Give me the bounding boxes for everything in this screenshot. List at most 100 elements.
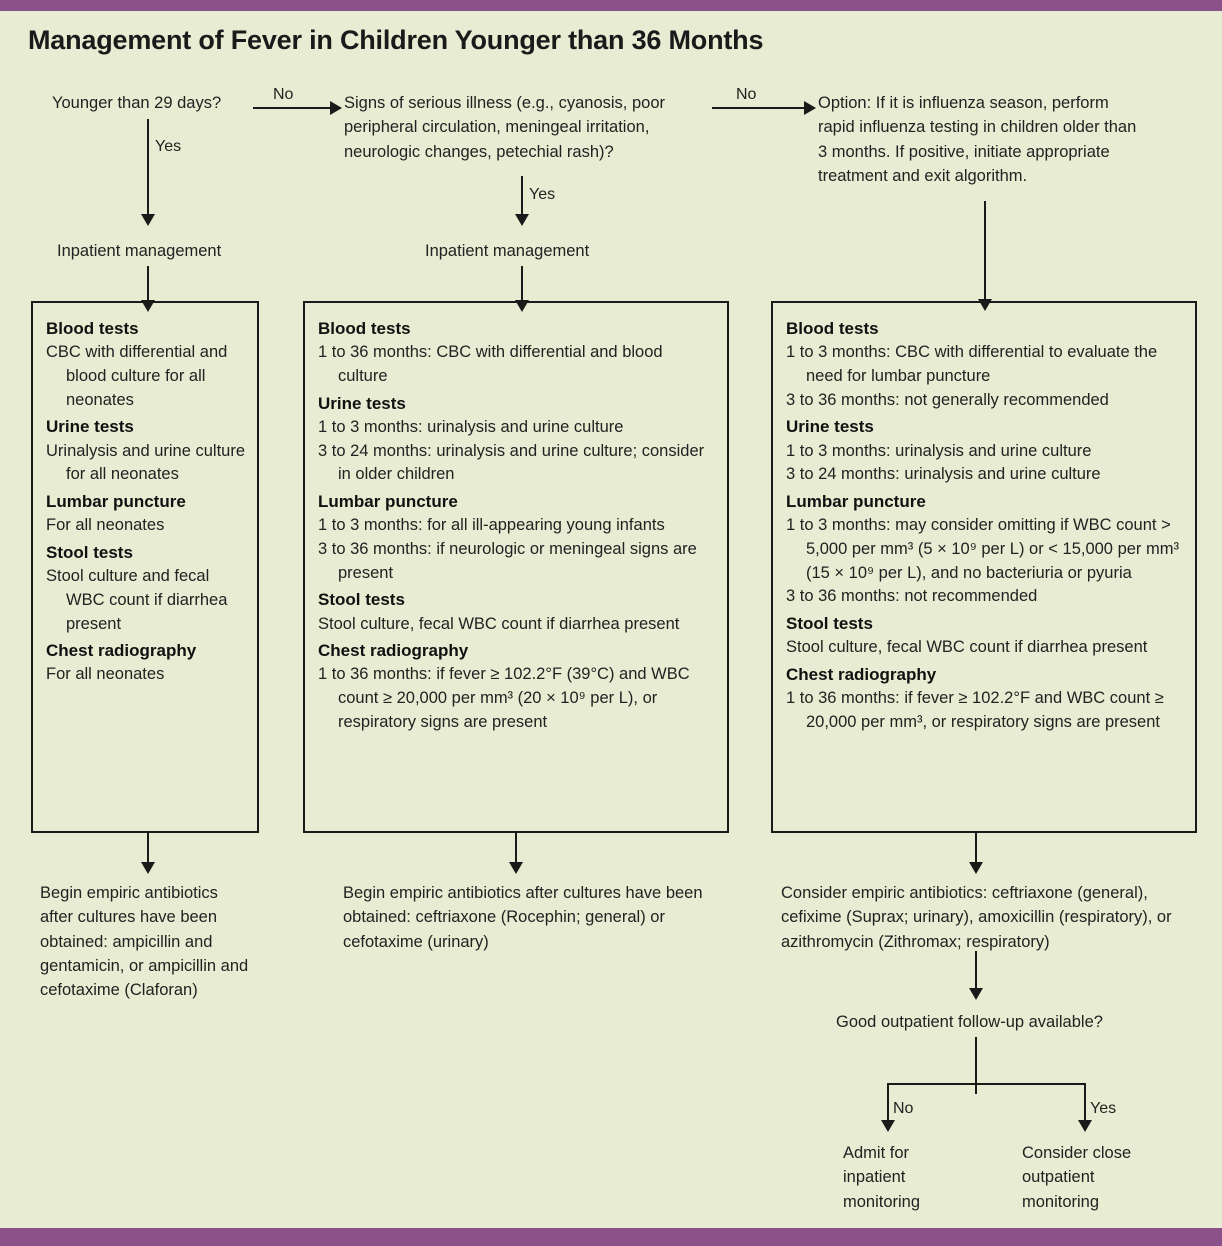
edge-label-yes-1: Yes <box>155 138 182 155</box>
test-group: Stool tests Stool culture and fecal WBC … <box>46 541 245 636</box>
test-group: Urine tests 1 to 3 months: urinalysis an… <box>786 415 1183 487</box>
test-line: 1 to 3 months: for all ill-appearing you… <box>318 516 665 535</box>
col2-to-box-arrowhead <box>515 300 529 312</box>
test-heading: Urine tests <box>318 393 406 413</box>
col1-to-box-line <box>147 266 149 308</box>
test-group: Lumbar puncture For all neonates <box>46 490 245 538</box>
bottom-accent-bar <box>0 1228 1222 1246</box>
yes-2-line <box>521 176 523 216</box>
edge-label-no-1: No <box>273 86 294 103</box>
test-heading: Blood tests <box>46 319 139 338</box>
decision-serious-illness: Signs of serious illness (e.g., cyanosis… <box>344 94 665 161</box>
followup-no-arrowhead <box>881 1120 895 1132</box>
test-box-neonates: Blood tests CBC with differential and bl… <box>31 301 259 833</box>
test-group: Chest radiography 1 to 36 months: if fev… <box>786 663 1183 735</box>
test-line: 1 to 36 months: if fever ≥ 102.2°F and W… <box>786 689 1164 731</box>
test-group: Chest radiography 1 to 36 months: if fev… <box>318 639 715 734</box>
outcome-neonates: Begin empiric antibiotics after cultures… <box>40 884 249 999</box>
outcome3-to-followup-line <box>975 951 977 991</box>
arrow-no-1-head <box>330 101 342 115</box>
followup-yes-line <box>1084 1083 1086 1123</box>
decision-younger-29-days: Younger than 29 days? <box>52 94 222 112</box>
test-heading: Blood tests <box>786 319 879 338</box>
test-group: Blood tests CBC with differential and bl… <box>46 317 245 412</box>
col1-to-box-arrowhead <box>141 300 155 312</box>
flowchart-canvas: Management of Fever in Children Younger … <box>0 11 1222 1228</box>
test-line: CBC with differential and blood culture … <box>46 343 228 409</box>
top-accent-bar <box>0 0 1222 11</box>
box1-to-outcome-arrowhead <box>141 862 155 874</box>
test-line: 3 to 24 months: urinalysis and urine cul… <box>318 441 705 484</box>
test-heading: Lumbar puncture <box>318 492 458 511</box>
terminal-outpatient-monitoring: Consider close outpatient monitoring <box>1022 1144 1132 1211</box>
test-group: Stool tests Stool culture, fecal WBC cou… <box>318 588 715 636</box>
inpatient-management-col2: Inpatient management <box>425 242 590 260</box>
test-group: Lumbar puncture 1 to 3 months: for all i… <box>318 490 715 585</box>
edge-label-yes-2: Yes <box>529 186 556 203</box>
arrow-no-2-head <box>804 101 816 115</box>
test-line: 1 to 36 months: if fever ≥ 102.2°F (39°C… <box>318 665 690 731</box>
test-line: 1 to 3 months: urinalysis and urine cult… <box>318 417 624 436</box>
box3-to-outcome-arrowhead <box>969 862 983 874</box>
test-heading: Lumbar puncture <box>46 492 186 511</box>
test-line: Stool culture, fecal WBC count if diarrh… <box>318 614 680 633</box>
col3-to-box-line <box>984 201 986 307</box>
yes-1-arrowhead <box>141 214 155 226</box>
test-line: Urinalysis and urine culture for all neo… <box>46 441 246 484</box>
yes-1-line <box>147 119 149 216</box>
box1-to-outcome-line <box>147 833 149 869</box>
inpatient-management-col1: Inpatient management <box>57 242 222 260</box>
test-box-ill-appearing: Blood tests 1 to 36 months: CBC with dif… <box>303 301 729 833</box>
test-heading: Blood tests <box>318 319 411 338</box>
test-group: Urine tests 1 to 3 months: urinalysis an… <box>318 392 715 487</box>
followup-split-line <box>887 1083 1085 1085</box>
followup-yes-arrowhead <box>1078 1120 1092 1132</box>
option-influenza-testing: Option: If it is influenza season, perfo… <box>818 94 1137 185</box>
test-line: For all neonates <box>46 665 165 684</box>
test-heading: Stool tests <box>318 590 405 610</box>
outcome-well-appearing: Consider empiric antibiotics: ceftriaxon… <box>781 884 1172 951</box>
test-heading: Stool tests <box>46 542 133 562</box>
test-line: 1 to 3 months: urinalysis and urine cult… <box>786 441 1092 460</box>
edge-label-followup-no: No <box>893 1100 914 1117</box>
box3-to-outcome-line <box>975 833 977 869</box>
test-heading: Chest radiography <box>786 665 937 684</box>
edge-label-no-2: No <box>736 86 757 103</box>
col2-to-box-line <box>521 266 523 308</box>
test-heading: Chest radiography <box>318 641 469 661</box>
test-heading: Urine tests <box>786 417 874 437</box>
followup-stem-line <box>975 1037 977 1094</box>
test-line: 1 to 36 months: CBC with differential an… <box>318 343 663 385</box>
test-heading: Lumbar puncture <box>786 492 926 511</box>
outcome3-to-followup-arrowhead <box>969 988 983 1000</box>
test-line: 3 to 36 months: not generally recommende… <box>786 390 1109 409</box>
outcome-ill-appearing: Begin empiric antibiotics after cultures… <box>343 884 703 951</box>
test-group: Urine tests Urinalysis and urine culture… <box>46 415 245 487</box>
test-heading: Urine tests <box>46 417 134 437</box>
test-line: 3 to 36 months: not recommended <box>786 587 1038 606</box>
test-line: Stool culture and fecal WBC count if dia… <box>46 567 228 633</box>
test-group: Stool tests Stool culture, fecal WBC cou… <box>786 612 1183 660</box>
arrow-no-1-line <box>253 107 331 109</box>
test-line: 1 to 3 months: CBC with differential to … <box>786 343 1158 385</box>
test-line: Stool culture, fecal WBC count if diarrh… <box>786 638 1148 657</box>
yes-2-arrowhead <box>515 214 529 226</box>
test-line: For all neonates <box>46 516 165 535</box>
test-box-well-appearing: Blood tests 1 to 3 months: CBC with diff… <box>771 301 1197 833</box>
page-title: Management of Fever in Children Younger … <box>28 25 764 55</box>
test-line: 3 to 24 months: urinalysis and urine cul… <box>786 465 1101 484</box>
followup-no-line <box>887 1083 889 1123</box>
test-heading: Chest radiography <box>46 641 197 661</box>
decision-followup: Good outpatient follow-up available? <box>836 1013 1103 1031</box>
test-group: Blood tests 1 to 36 months: CBC with dif… <box>318 317 715 389</box>
test-heading: Stool tests <box>786 614 873 634</box>
box2-to-outcome-arrowhead <box>509 862 523 874</box>
test-group: Chest radiography For all neonates <box>46 639 245 687</box>
test-line: 1 to 3 months: may consider omitting if … <box>786 516 1179 582</box>
test-line: 3 to 36 months: if neurologic or meninge… <box>318 539 697 582</box>
edge-label-followup-yes: Yes <box>1090 1100 1117 1117</box>
test-group: Blood tests 1 to 3 months: CBC with diff… <box>786 317 1183 412</box>
test-group: Lumbar puncture 1 to 3 months: may consi… <box>786 490 1183 609</box>
arrow-no-2-line <box>712 107 806 109</box>
box2-to-outcome-line <box>515 833 517 869</box>
